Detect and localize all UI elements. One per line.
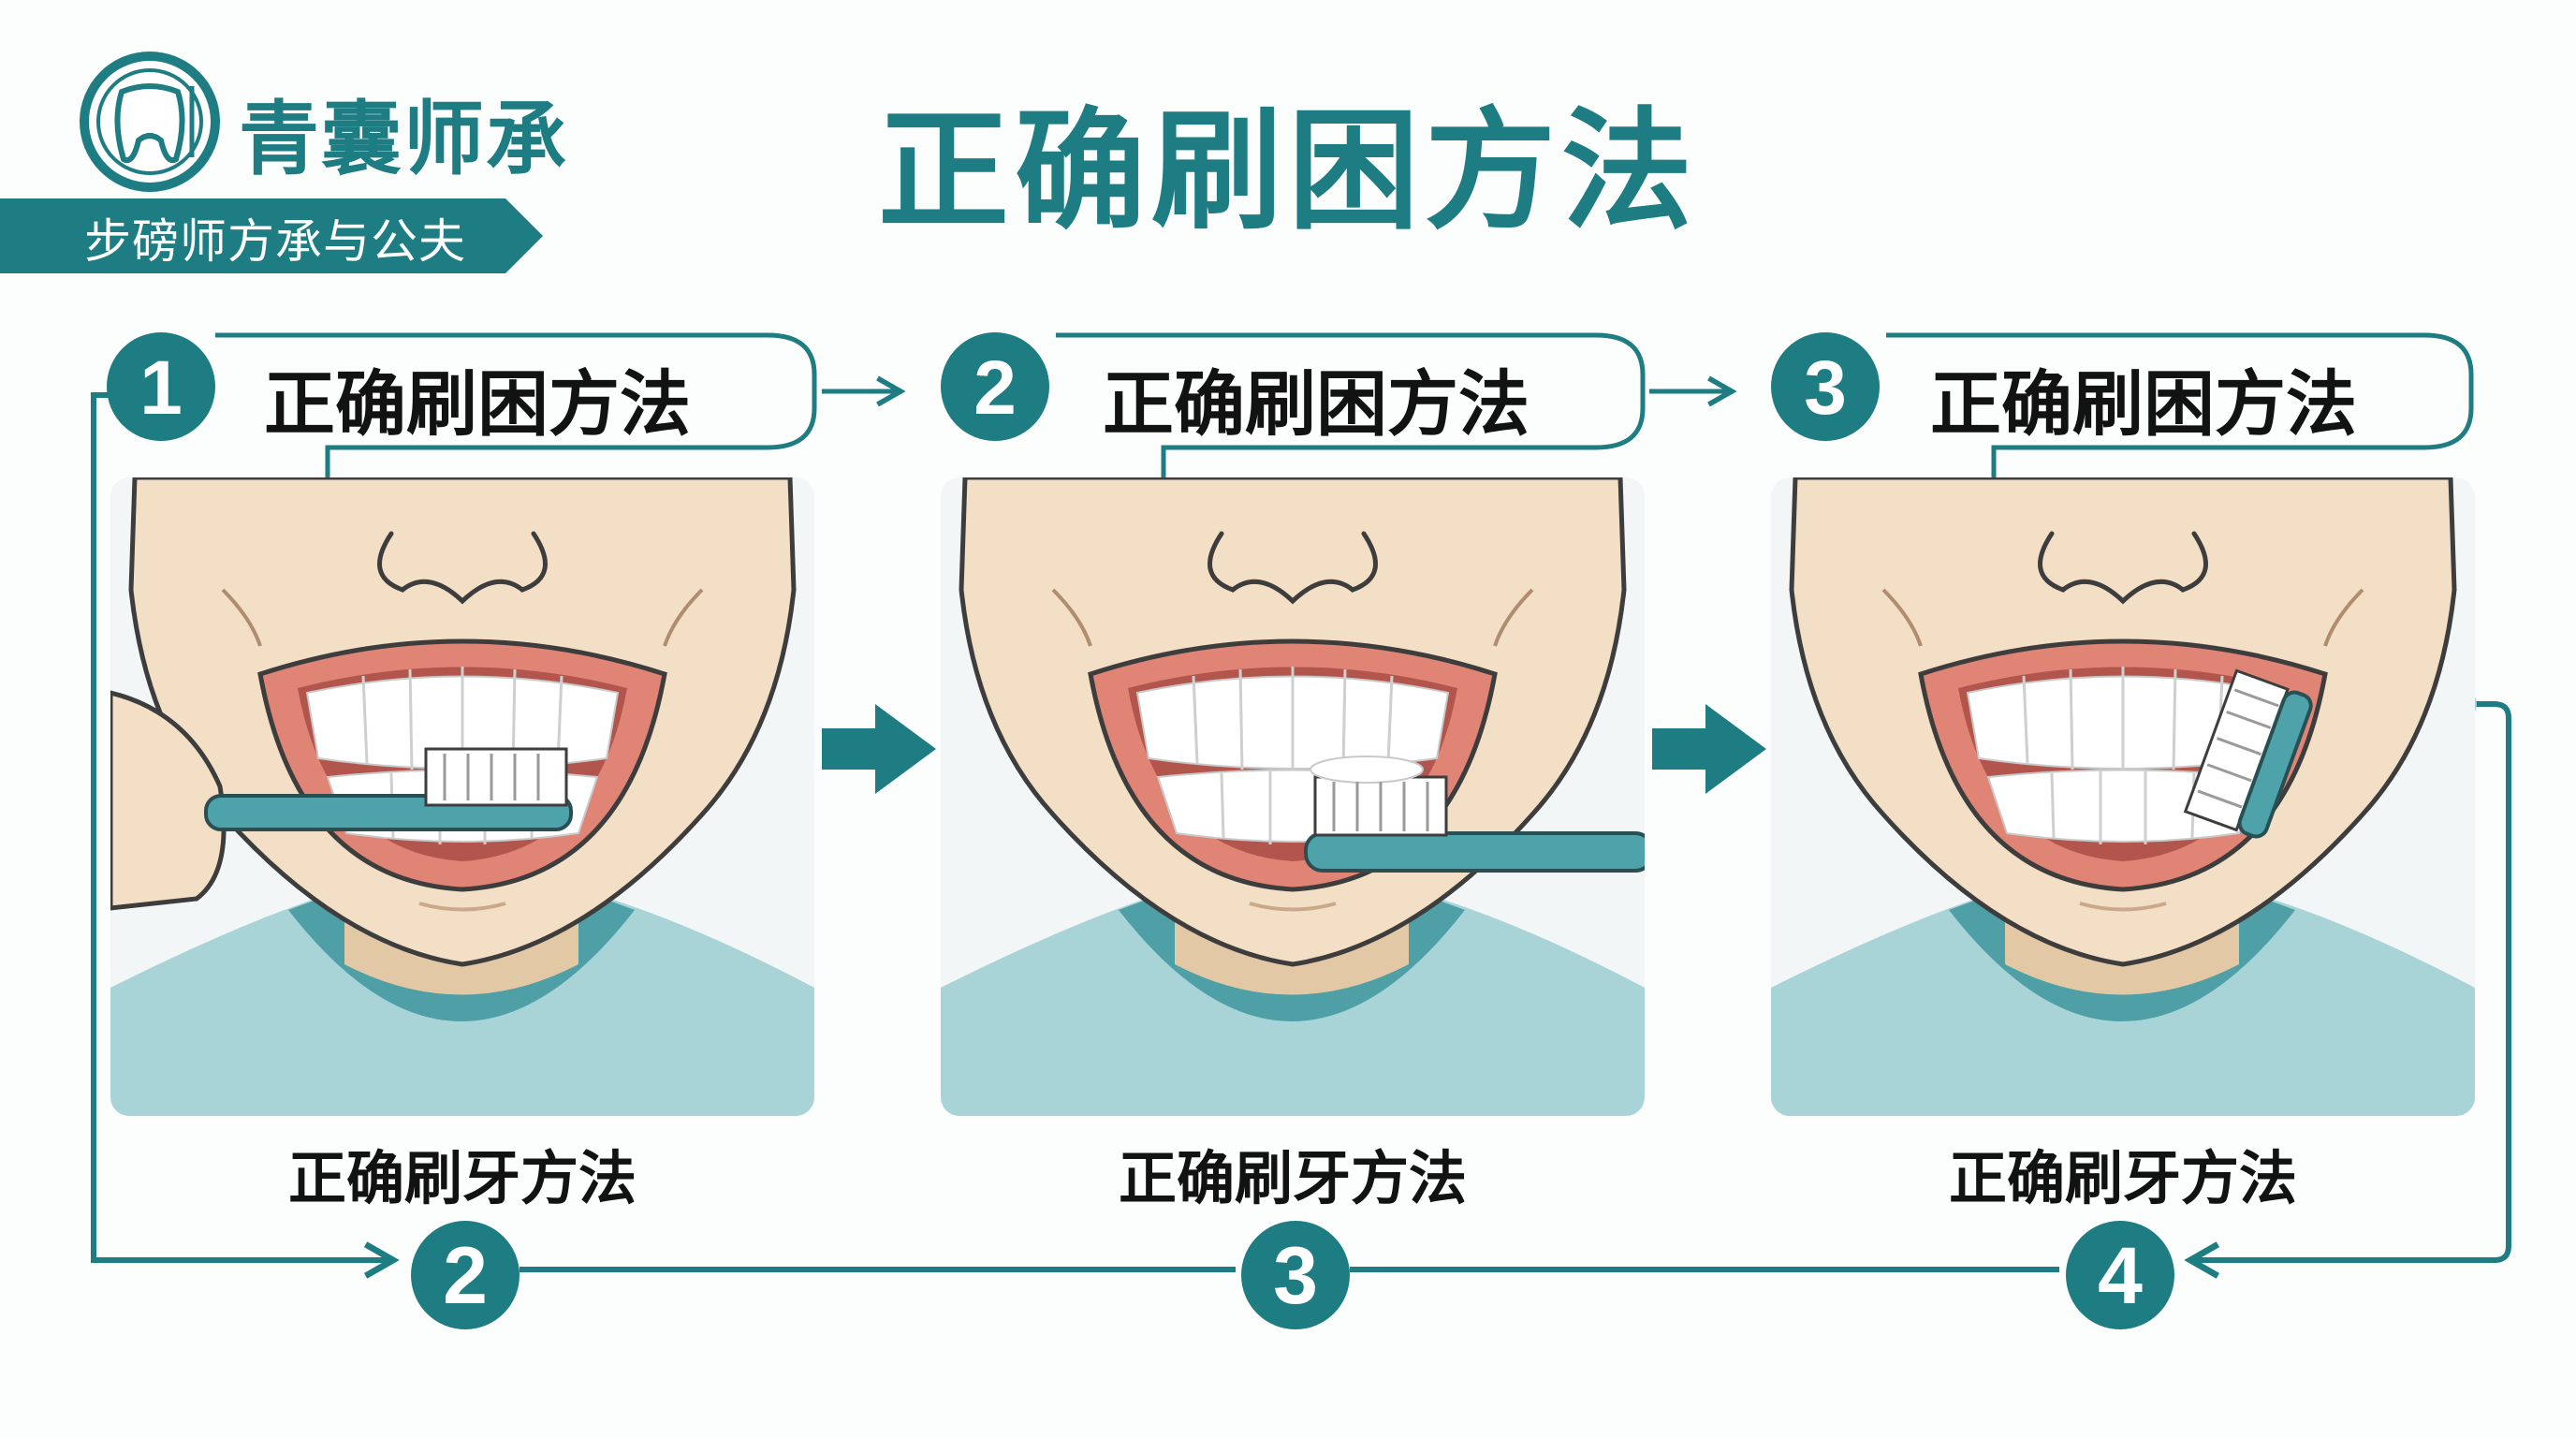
step-2-title: 正确刷困方法 — [1103, 362, 1530, 446]
bottom-step-number-4: 4 — [2098, 1231, 2143, 1321]
tooth-badge-icon — [80, 51, 220, 192]
step-1-circle — [107, 332, 215, 441]
step-2-title-box — [1056, 332, 1646, 477]
step-3-circle — [1771, 332, 1880, 441]
bottom-step-circle-2 — [411, 1221, 520, 1329]
page-title: 正确刷困方法 — [877, 95, 1698, 248]
panel-3-illustration — [1771, 477, 2475, 1116]
step-1-caption: 正确刷牙方法 — [287, 1144, 637, 1212]
step-3-number: 3 — [1804, 345, 1847, 431]
step-3-title: 正确刷困方法 — [1930, 362, 2357, 446]
step-3-title-box — [1886, 332, 2474, 477]
panel-arrow-1 — [822, 704, 936, 794]
bottom-step-number-3: 3 — [1273, 1231, 1318, 1321]
panel-1-illustration — [110, 477, 814, 1116]
tagline-ribbon — [0, 198, 543, 273]
bottom-step-number-2: 2 — [443, 1231, 488, 1321]
panel-arrow-2 — [1652, 704, 1766, 794]
step-1-number: 1 — [139, 345, 183, 431]
step-2-caption: 正确刷牙方法 — [1118, 1144, 1467, 1212]
bottom-step-circle-3 — [1241, 1221, 1350, 1329]
panel-2-illustration — [941, 477, 1645, 1116]
brand-tagline: 步磅师方承与公夫 — [84, 214, 466, 269]
bottom-step-circle-4 — [2066, 1221, 2174, 1329]
right-connector — [2184, 701, 2511, 1279]
step-3-caption: 正确刷牙方法 — [1948, 1144, 2297, 1212]
step-2-circle — [941, 332, 1049, 441]
step-2-number: 2 — [973, 345, 1017, 431]
step-1-title: 正确刷困方法 — [264, 362, 691, 446]
brand-name: 青囊师承 — [239, 93, 568, 186]
step-1-title-box — [215, 332, 817, 477]
